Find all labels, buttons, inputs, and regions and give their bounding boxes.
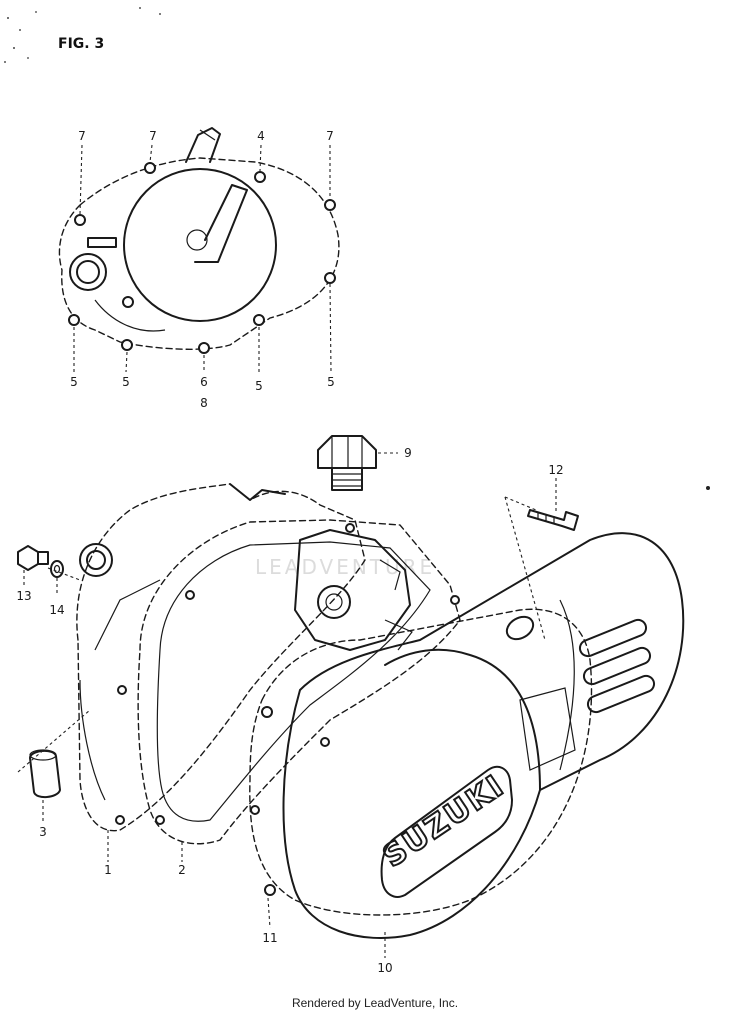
bolt-and-washer: 13 14 (16, 545, 81, 617)
callout-label: 9 (404, 446, 412, 460)
callout-label: 10 (377, 961, 392, 975)
callout-label: 6 (200, 375, 208, 389)
callout-label: 5 (255, 379, 263, 393)
figure-title: FIG. 3 (58, 36, 104, 52)
callout-label: 1 (104, 863, 112, 877)
callout-label: 13 (16, 589, 31, 603)
callout-label: 5 (327, 375, 335, 389)
scan-noise (4, 7, 161, 63)
crankcase-cover (76, 483, 366, 832)
callout-label: 7 (149, 129, 157, 143)
callout-label: 5 (70, 375, 78, 389)
dowel-pin: 3 (17, 709, 91, 839)
brand-text: SUZUKI (377, 768, 511, 874)
callout-label: 7 (78, 129, 86, 143)
callout-label: 5 (122, 375, 130, 389)
callout-label: 7 (326, 129, 334, 143)
callout-label: 11 (262, 931, 277, 945)
scan-dot (706, 486, 710, 490)
cover-gasket (137, 519, 461, 845)
callout-label: 14 (49, 603, 64, 617)
cover-screw: 12 (504, 463, 579, 641)
lower-leaders: 1 2 (104, 830, 186, 877)
top-callout-labels: 7 7 4 7 5 5 6 8 5 5 (70, 129, 335, 410)
outer-gasket: 11 (249, 608, 593, 945)
callout-label: 2 (178, 863, 186, 877)
inner-housing (294, 529, 413, 651)
top-callout-leaders (73, 144, 332, 374)
clutch-cover-top-view (58, 127, 340, 354)
right-crankcase-cover: SUZUKI 10 (282, 532, 685, 975)
callout-label: 3 (39, 825, 47, 839)
oil-filler-cap: 9 (317, 435, 412, 491)
footer-credit: Rendered by LeadVenture, Inc. (291, 996, 459, 1010)
callout-label: 12 (548, 463, 563, 477)
callout-label: 8 (200, 396, 208, 410)
callout-label: 4 (257, 129, 265, 143)
